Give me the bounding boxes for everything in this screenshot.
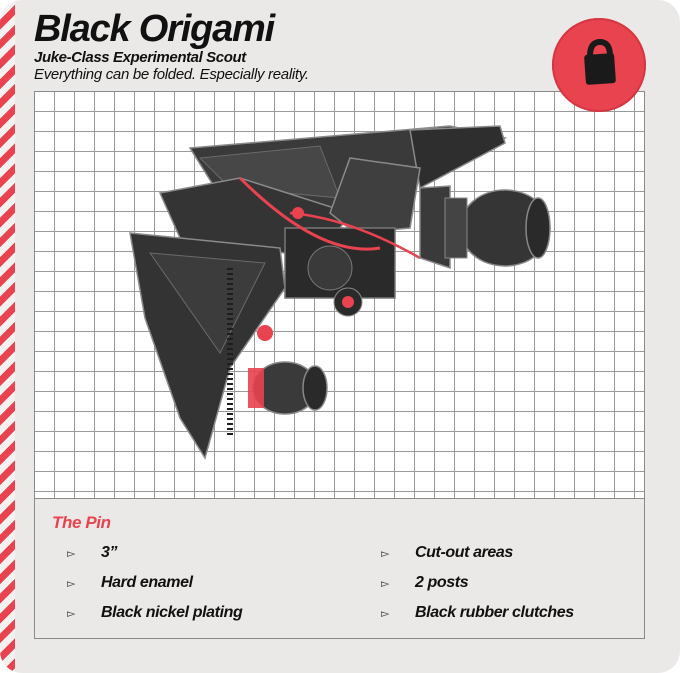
spec-label: Black nickel plating [101,604,243,621]
spec-item: ▻ Cut-out areas [381,544,631,566]
ship-pin-image [129,125,551,460]
spec-label: Black rubber clutches [415,604,574,621]
spec-item: ▻ Black nickel plating [67,604,317,626]
hazard-stripe [0,0,15,673]
spec-item: ▻ Hard enamel [67,574,317,596]
lock-badge [552,18,646,112]
triangle-bullet-icon: ▻ [67,608,76,620]
spec-item: ▻ Black rubber clutches [381,604,631,626]
triangle-bullet-icon: ▻ [381,548,390,560]
triangle-bullet-icon: ▻ [381,608,390,620]
triangle-bullet-icon: ▻ [67,548,76,560]
spec-label: Cut-out areas [415,544,513,561]
spec-label: 2 posts [415,574,469,591]
spec-item: ▻ 3” [67,544,317,566]
triangle-bullet-icon: ▻ [381,578,390,590]
page-title: Black Origami [34,8,275,50]
spec-item: ▻ 2 posts [381,574,631,596]
lock-icon [584,38,616,85]
spec-label: Hard enamel [101,574,193,591]
pin-heading: The Pin [52,513,111,532]
pin-spec-panel [34,499,645,639]
subtitle: Juke-Class Experimental Scout [34,49,246,66]
spec-label: 3” [101,544,118,561]
triangle-bullet-icon: ▻ [67,578,76,590]
tagline: Everything can be folded. Especially rea… [34,66,309,83]
